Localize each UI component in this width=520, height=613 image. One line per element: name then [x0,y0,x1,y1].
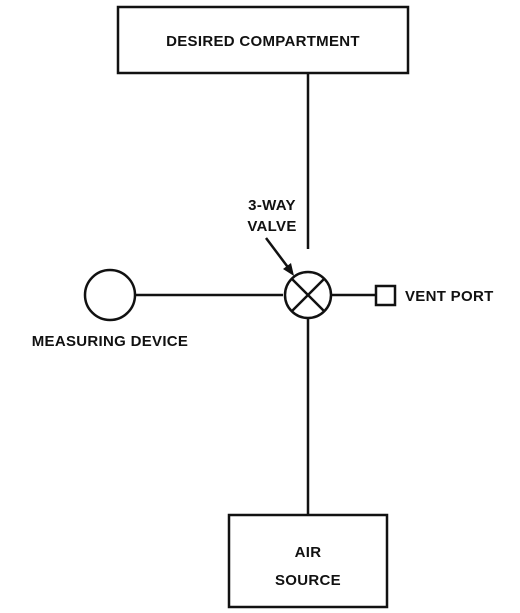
air-source: AIR SOURCE [227,513,389,609]
measuring-device-circle [83,268,137,322]
valve-label-line1: 3-WAY [248,197,296,214]
desired-compartment-box [116,5,410,75]
vent-port: VENT PORT [374,284,494,307]
valve-label-line2: VALVE [247,218,296,235]
valve-leader-arrowhead [283,263,294,276]
air-source-label-line1: AIR [295,544,322,561]
valve-leader-line [265,237,291,271]
vent-port-square [374,284,397,307]
desired-compartment-label: DESIRED COMPARTMENT [166,33,360,50]
vent-port-label: VENT PORT [405,288,494,305]
measuring-device-label: MEASURING DEVICE [32,333,188,350]
air-source-box [227,513,389,609]
three-way-valve: 3-WAY VALVE [247,197,333,320]
measuring-device: MEASURING DEVICE [32,268,188,350]
desired-compartment: DESIRED COMPARTMENT [116,5,410,75]
valve-cross-line-b [291,278,325,312]
air-source-label-line2: SOURCE [275,572,341,589]
